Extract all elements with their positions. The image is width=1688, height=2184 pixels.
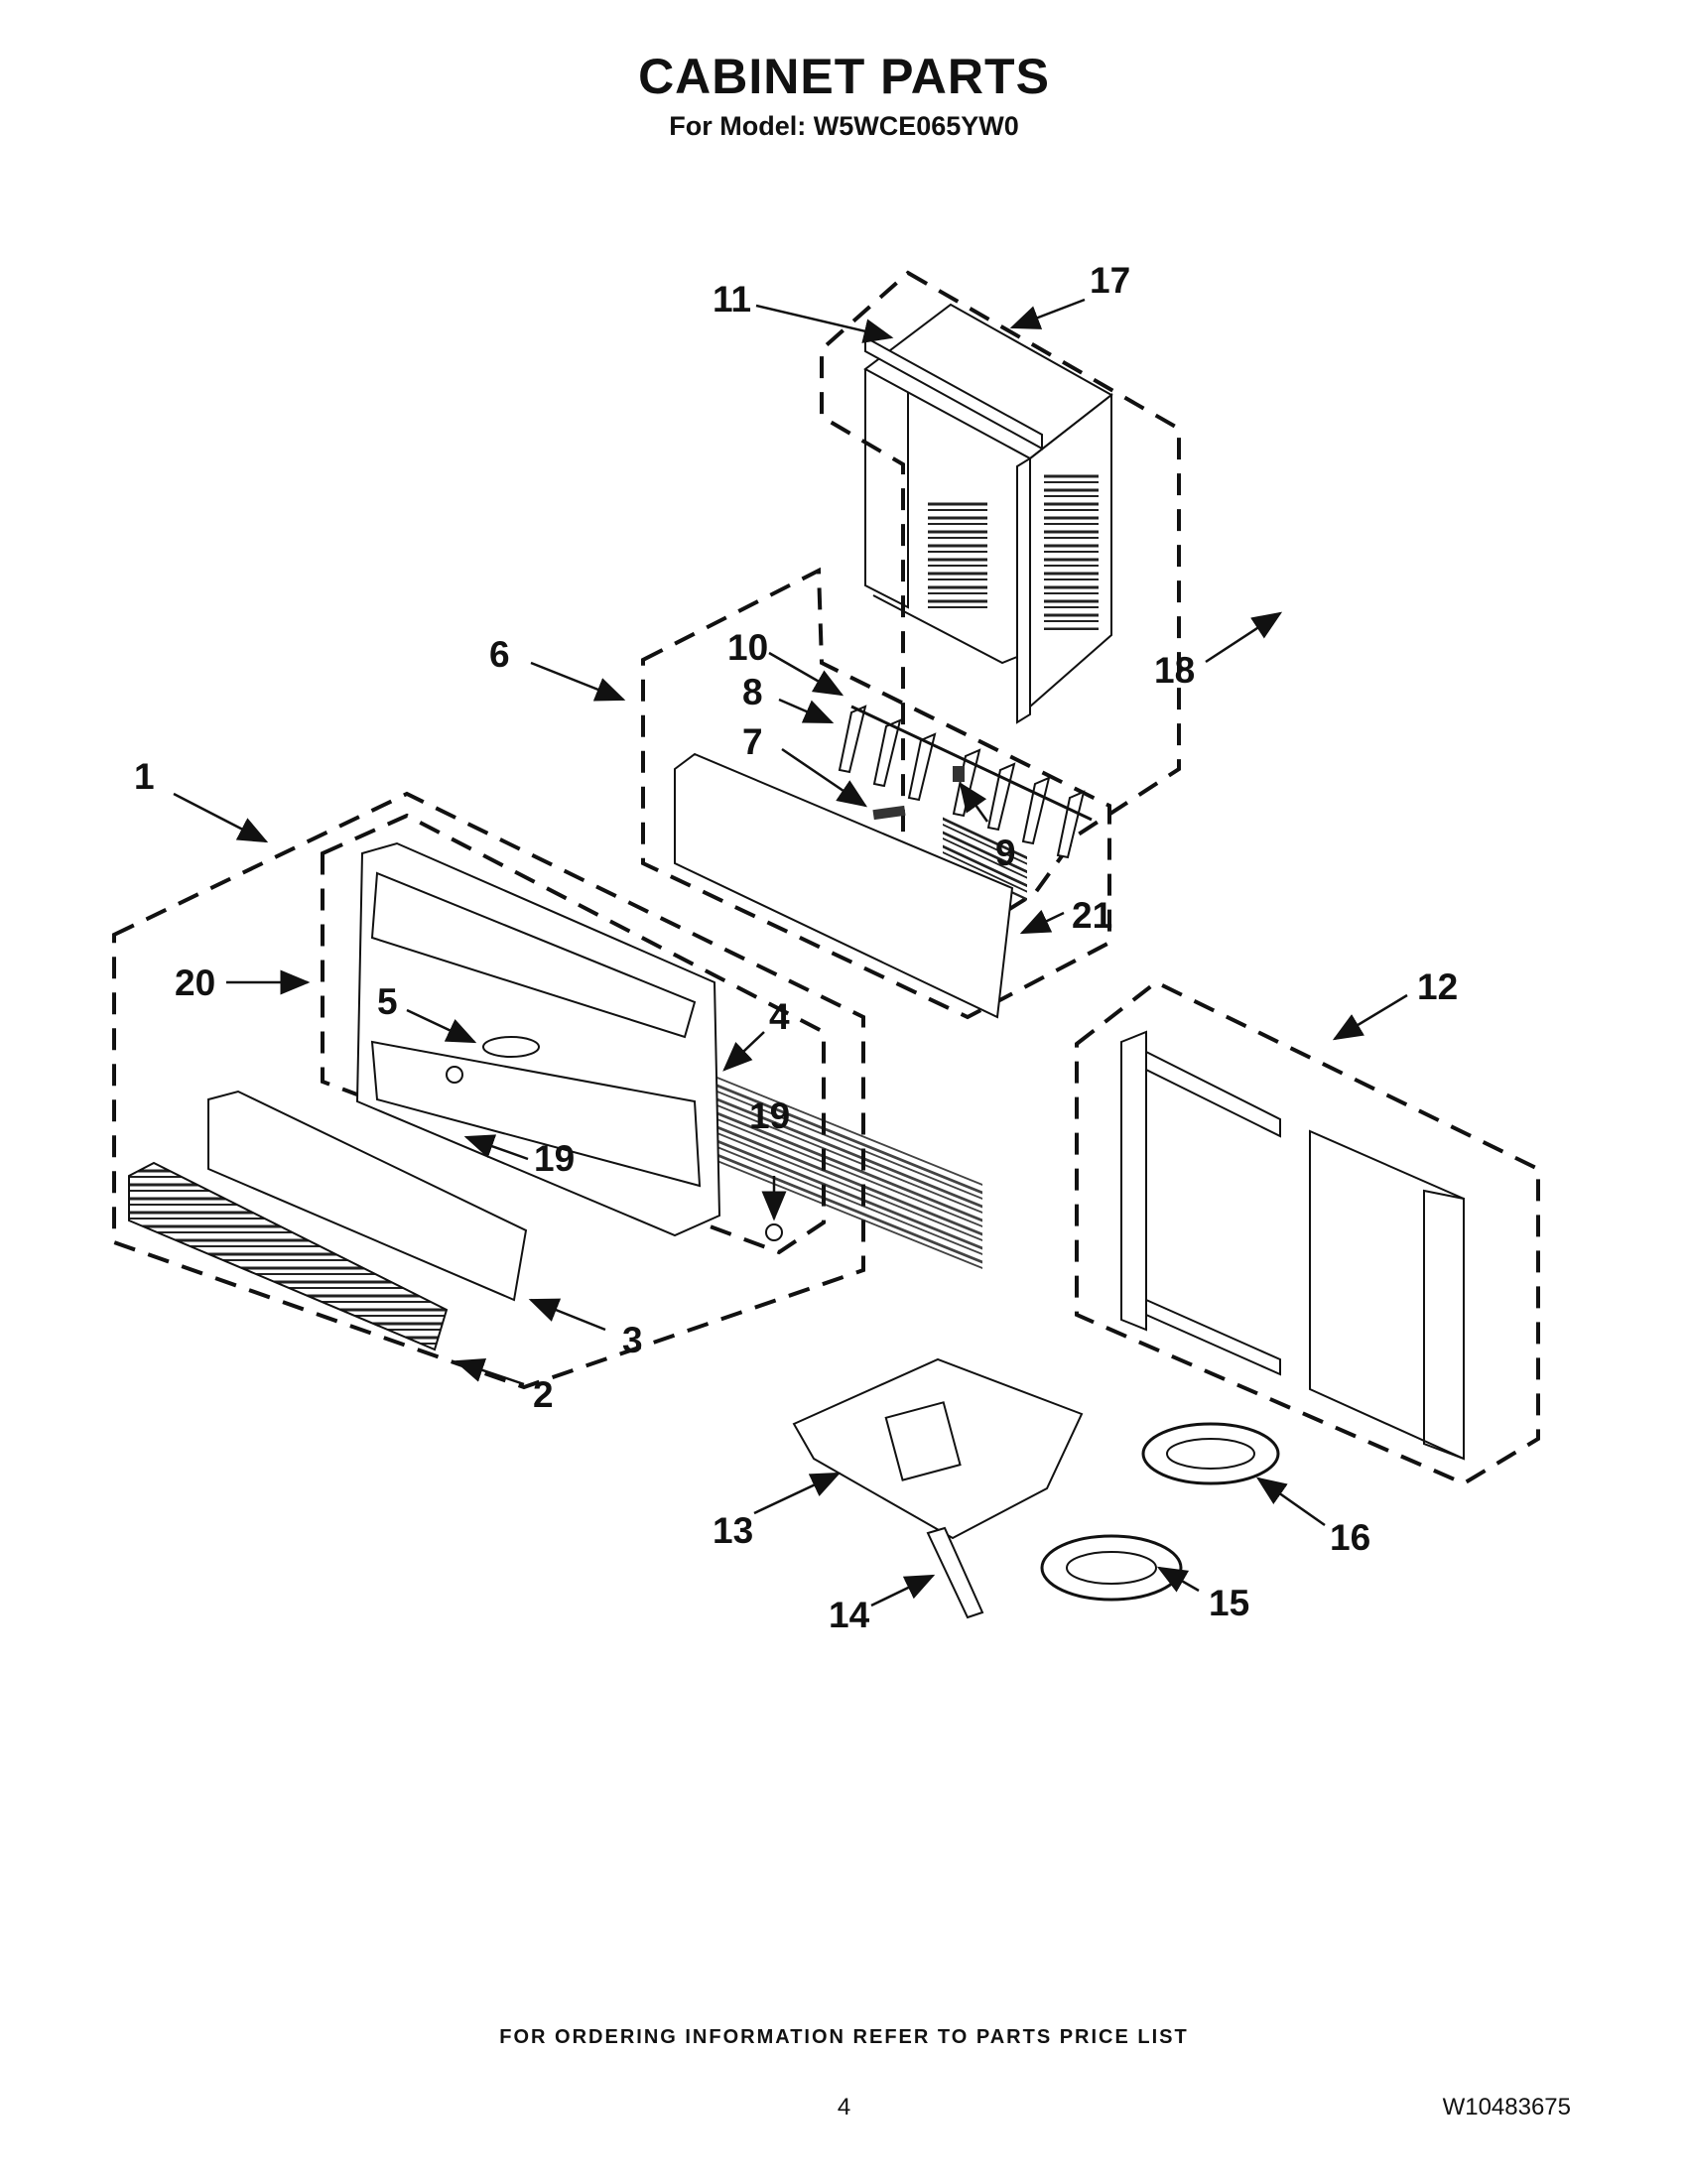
louver-blades-part-8: [838, 705, 1086, 859]
callout-9: 9: [995, 833, 1016, 873]
leader-3: [528, 1298, 606, 1332]
louver-frame-part-21: [674, 752, 1014, 1019]
leader-10: [768, 651, 844, 697]
front-panel-lower: [370, 1040, 702, 1188]
louver-assembly-group: [641, 567, 1111, 1270]
callout-labels: 1 2 3 4 5 6 7 8 9 10 11 12 13 14 15 16 1…: [134, 260, 1458, 1635]
front-group-outline: [112, 791, 865, 1390]
leader-16: [1255, 1477, 1326, 1527]
callout-16: 16: [1330, 1517, 1370, 1558]
front-panel-part-4: [355, 841, 721, 1237]
callout-17: 17: [1090, 260, 1130, 301]
leader-21: [1019, 909, 1065, 935]
grille-part-2: [128, 1161, 449, 1351]
callout-10: 10: [727, 627, 768, 668]
front-panel-group: [112, 791, 865, 1390]
leader-7: [781, 747, 868, 808]
callout-8: 8: [742, 672, 763, 712]
louver-slats: [695, 1064, 982, 1270]
callout-21: 21: [1072, 895, 1112, 936]
document-number: W10483675: [1442, 2094, 1571, 2120]
cabinet-side-vent: [1044, 471, 1099, 630]
leader-4: [722, 1031, 765, 1072]
leader-arrows: [173, 298, 1408, 1607]
callout-12: 12: [1417, 966, 1458, 1007]
leader-6: [530, 661, 626, 702]
panel-group-outline-20: [321, 813, 826, 1255]
callout-2: 2: [533, 1374, 554, 1415]
cabinet-left-vent: [928, 501, 987, 610]
page-number: 4: [837, 2094, 851, 2120]
callout-13: 13: [713, 1510, 753, 1551]
side-curtain-left: [1120, 1030, 1147, 1332]
leader-15: [1156, 1566, 1200, 1593]
logo-badge-part-5: [482, 1036, 540, 1058]
top-rail-part-17: [864, 335, 1043, 450]
instruction-sheet: [884, 1401, 962, 1481]
leader-11: [755, 304, 894, 343]
leader-5: [406, 1008, 477, 1044]
screw-part-19-left: [446, 1066, 463, 1084]
window-frame-group: [1075, 979, 1540, 1486]
ordering-note: FOR ORDERING INFORMATION REFER TO PARTS …: [499, 2026, 1189, 2048]
leader-8: [778, 698, 835, 724]
cabinet-wrapper-group: [820, 270, 1181, 946]
callout-1: 1: [134, 756, 155, 797]
frame-top-rail: [1145, 1050, 1281, 1138]
leader-13: [753, 1472, 842, 1515]
callout-15: 15: [1209, 1583, 1249, 1623]
spring-part-7: [872, 805, 906, 821]
leader-14: [870, 1574, 936, 1607]
cabinet-top: [863, 303, 1113, 460]
leader-19-left: [463, 1134, 529, 1161]
callout-19-left: 19: [534, 1138, 575, 1179]
front-panel-window: [370, 871, 697, 1039]
cabinet-front-frame: [864, 369, 909, 609]
frame-right-channel: [1423, 1189, 1465, 1461]
foam-seal-part-16: [1141, 1422, 1280, 1485]
leader-12: [1332, 993, 1408, 1041]
callout-5: 5: [377, 981, 398, 1022]
side-curtain-right: [1309, 1129, 1465, 1461]
louver-group-outline: [641, 567, 1111, 1020]
leader-18: [1205, 611, 1283, 664]
cabinet-top-vent: [943, 816, 1027, 901]
callout-19-right: 19: [749, 1095, 790, 1136]
model-subtitle: For Model: W5WCE065YW0: [669, 111, 1019, 141]
screw-part-19-right: [765, 1223, 783, 1241]
filter-part-3: [207, 1090, 528, 1302]
frame-group-outline: [1075, 979, 1540, 1486]
callout-18: 18: [1154, 650, 1195, 691]
side-rail-part-18: [1016, 456, 1031, 724]
cabinet-base-rail: [872, 594, 1023, 665]
hardware-group: [792, 1357, 1280, 1619]
callout-6: 6: [489, 634, 510, 675]
page-title: CABINET PARTS: [638, 49, 1050, 104]
foam-seal-part-16-inner: [1166, 1438, 1255, 1470]
callout-20: 20: [175, 963, 215, 1003]
bracket-part-14: [926, 1526, 984, 1619]
foam-seal-part-15-inner: [1066, 1551, 1157, 1585]
callout-11: 11: [713, 279, 751, 320]
callout-4: 4: [769, 996, 790, 1037]
clip-part-9: [953, 766, 965, 782]
leader-17: [1009, 298, 1086, 329]
leader-9: [959, 781, 989, 823]
callout-7: 7: [742, 721, 763, 762]
callout-3: 3: [622, 1320, 643, 1360]
connecting-rod-part-10: [850, 705, 1093, 822]
callout-14: 14: [829, 1595, 870, 1635]
frame-bottom-rail: [1145, 1298, 1281, 1376]
leader-1: [173, 792, 269, 843]
leader-2: [454, 1357, 525, 1386]
